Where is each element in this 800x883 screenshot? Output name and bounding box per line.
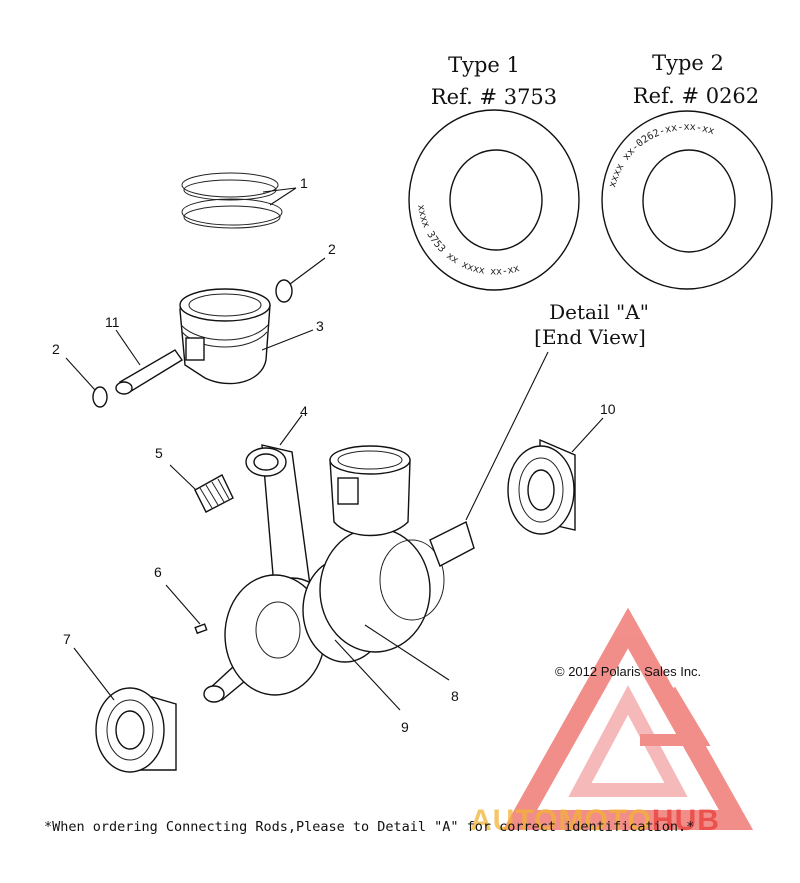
callout-7: 7 xyxy=(63,631,71,647)
piston-assembled xyxy=(329,445,411,537)
type1-title: Type 1 xyxy=(448,53,520,77)
callout-11: 11 xyxy=(105,314,120,330)
watermark-text-part2: HUB xyxy=(652,804,720,837)
callout-4: 4 xyxy=(300,403,308,419)
callout-3: 3 xyxy=(316,318,324,334)
type1-bearing-end-view: xxxx 3753 xx xxxx xx-xx xyxy=(408,109,580,291)
callout-2-right: 2 xyxy=(328,241,336,257)
callout-9: 9 xyxy=(401,719,409,735)
callout-2-left: 2 xyxy=(52,341,60,357)
wrist-pin xyxy=(115,349,184,395)
type2-ref: Ref. # 0262 xyxy=(633,84,759,108)
callout-5: 5 xyxy=(155,445,163,461)
callout-8: 8 xyxy=(451,688,459,704)
type2-bearing-end-view: xxxx xx-0262-xx-xx-xx xyxy=(601,110,773,290)
detail-a-label: Detail "A" xyxy=(549,300,649,324)
copyright: © 2012 Polaris Sales Inc. xyxy=(555,664,701,679)
crankshaft xyxy=(203,521,475,703)
piston xyxy=(179,288,271,385)
circlip-right xyxy=(275,279,293,303)
needle-bearing xyxy=(194,474,234,513)
type2-title: Type 2 xyxy=(652,51,724,75)
callout-1: 1 xyxy=(300,175,308,191)
watermark-text: AUTOMOTOHUB xyxy=(470,804,720,837)
watermark-text-part1: AUTOMOTO xyxy=(470,804,652,837)
main-bearing-left xyxy=(95,687,177,773)
watermark-logo xyxy=(502,607,754,830)
callout-6: 6 xyxy=(154,564,162,580)
main-bearing-right xyxy=(507,438,576,535)
detail-a-sublabel: [End View] xyxy=(534,325,646,349)
piston-rings xyxy=(181,172,283,229)
circlip-left xyxy=(92,386,108,408)
type1-ref: Ref. # 3753 xyxy=(431,85,557,109)
callout-10: 10 xyxy=(600,401,616,417)
footnote: *When ordering Connecting Rods,Please to… xyxy=(44,819,694,835)
woodruff-key xyxy=(194,623,208,635)
